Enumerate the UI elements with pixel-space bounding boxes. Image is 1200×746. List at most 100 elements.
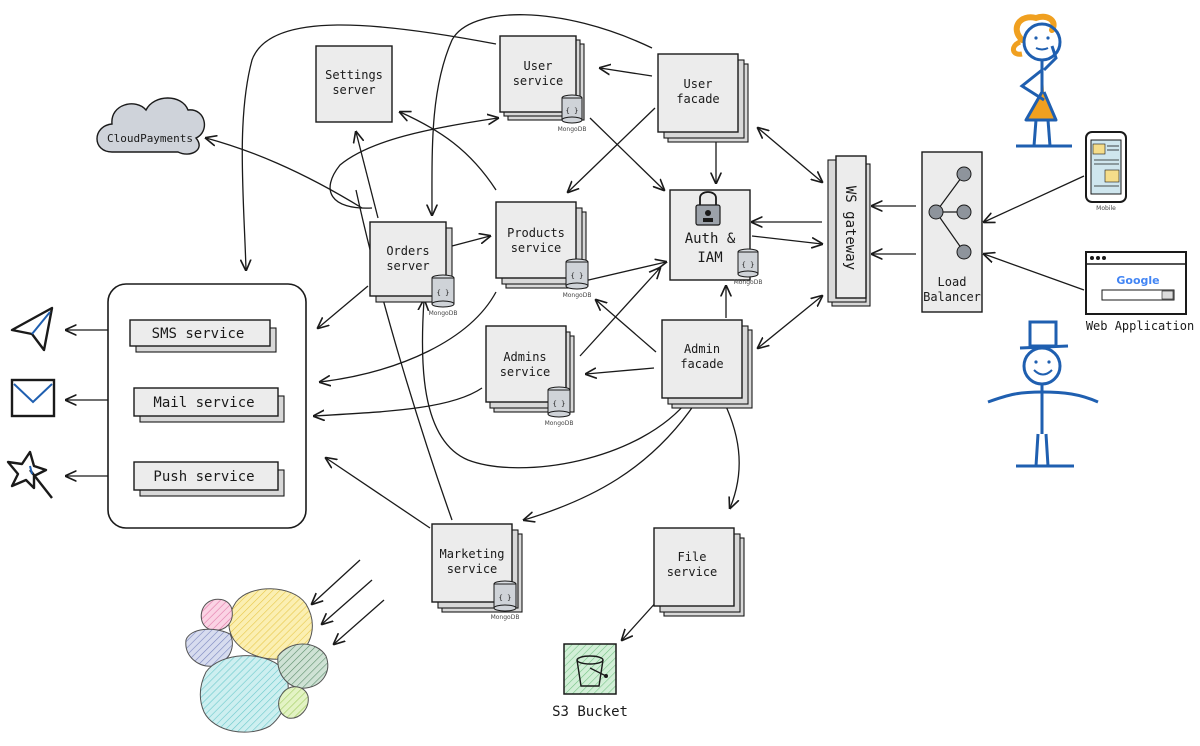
db-icon: { } <box>437 289 450 297</box>
load-balancer-label-1: Load <box>938 275 967 289</box>
magic-wand-icon <box>6 450 53 499</box>
blob-lime <box>278 686 309 719</box>
mobile-label: Mobile <box>1096 205 1116 212</box>
db-label: MongoDB <box>558 126 587 133</box>
db-icon: { } <box>553 400 566 408</box>
edge-mobile-lb <box>984 175 1085 222</box>
edge-adminfacade-admins <box>586 368 655 374</box>
orders-server-label-2: server <box>386 259 429 273</box>
file-service-label-2: service <box>667 565 718 579</box>
web-application-label: Web Application <box>1086 319 1194 333</box>
edge-adminfacade-products <box>596 300 657 353</box>
blob-cyan <box>199 655 289 733</box>
edge-products-auth <box>579 262 666 283</box>
db-icon: { } <box>566 107 579 115</box>
lock-icon <box>695 191 721 226</box>
edge-orders-products <box>451 236 490 247</box>
edge-admins-notify <box>314 387 483 416</box>
edge-file-s3 <box>622 599 659 640</box>
user-facade-label-2: facade <box>676 92 719 106</box>
s3-bucket-label: S3 Bucket <box>552 704 628 720</box>
user-service-label-1: User <box>524 59 553 73</box>
web-application-browser: Google Web Application <box>1085 251 1194 333</box>
auth-iam-label-2: IAM <box>697 250 722 266</box>
file-service-box[interactable]: File service <box>653 527 745 617</box>
edge-userfacade-orders <box>432 14 653 215</box>
db-label: MongoDB <box>734 279 763 286</box>
blob-green <box>277 643 329 689</box>
push-service-box[interactable]: Push service <box>133 461 285 497</box>
products-service-box[interactable]: Products service <box>495 201 587 289</box>
edge-userfacade-userservice <box>600 68 653 77</box>
edge-userfacade-gateway <box>758 128 822 182</box>
edge-adminfacade-marketing <box>524 401 697 520</box>
edge-userservice-notify <box>242 24 497 270</box>
s3-bucket: S3 Bucket <box>552 643 628 720</box>
admins-service-box[interactable]: Admins service <box>485 325 575 413</box>
db-label: MongoDB <box>563 292 592 299</box>
file-service-label-1: File <box>678 550 707 564</box>
admin-facade-label-2: facade <box>680 357 723 371</box>
mail-service-label: Mail service <box>153 395 254 411</box>
settings-server-label-2: server <box>332 83 375 97</box>
sms-service-box[interactable]: SMS service <box>129 319 277 353</box>
mail-service-box[interactable]: Mail service <box>133 387 285 423</box>
settings-server-box[interactable]: Settings server <box>315 45 393 123</box>
db-label: MongoDB <box>545 420 574 427</box>
orders-server-box[interactable]: Orders server <box>369 221 453 303</box>
auth-iam-box[interactable]: Auth & IAM <box>669 189 751 281</box>
google-logo: Google <box>1116 274 1159 287</box>
auth-iam-db: { } MongoDB <box>734 248 763 286</box>
load-balancer-box[interactable]: Load Balancer <box>921 151 983 313</box>
edge-orders-cloud <box>206 138 363 209</box>
db-icon: { } <box>571 272 584 280</box>
edge-marketing-notify <box>326 458 431 529</box>
edge-adminfacade-file <box>723 401 740 508</box>
cloudpayments-label: CloudPayments <box>107 132 193 145</box>
edge-marketing-settings <box>355 189 453 521</box>
sms-service-label: SMS service <box>152 326 245 342</box>
edge-web-lb <box>984 254 1085 291</box>
products-service-db: { } MongoDB <box>563 258 592 299</box>
settings-server-label-1: Settings <box>325 68 383 82</box>
edge-adminfacade-orders <box>422 300 691 469</box>
push-service-label: Push service <box>153 469 254 485</box>
edge-adminfacade-gateway <box>758 296 822 348</box>
blob-blue <box>185 628 233 667</box>
ws-gateway-box[interactable]: WS gateway <box>827 155 871 307</box>
edge-orders-userservice <box>329 118 498 209</box>
user-facade-box[interactable]: User facade <box>657 53 749 143</box>
admins-service-db: { } MongoDB <box>545 386 574 427</box>
bucket-icon <box>576 655 608 687</box>
edge-products-settings <box>400 112 497 191</box>
edge-userfacade-products <box>568 107 656 192</box>
marketing-service-db: { } MongoDB <box>491 580 520 621</box>
admin-facade-box[interactable]: Admin facade <box>661 319 753 409</box>
db-label: MongoDB <box>491 614 520 621</box>
orders-server-db: { } MongoDB <box>429 274 458 317</box>
admins-service-label-1: Admins <box>503 350 546 364</box>
db-label: MongoDB <box>429 310 458 317</box>
products-service-label-2: service <box>511 241 562 255</box>
edge-auth-gateway <box>751 235 822 244</box>
ws-gateway-label: WS gateway <box>842 186 858 270</box>
products-service-label-1: Products <box>507 226 565 240</box>
envelope-icon <box>10 378 56 418</box>
edge-products-notify <box>320 291 497 382</box>
user-service-db: { } MongoDB <box>558 94 587 133</box>
db-icon: { } <box>499 594 512 602</box>
edge-admins-auth <box>579 268 660 357</box>
admin-facade-label-1: Admin <box>684 342 720 356</box>
db-icon: { } <box>742 261 755 269</box>
edge-userservice-auth <box>589 117 664 190</box>
mobile-device: Mobile <box>1085 131 1127 212</box>
admins-service-label-2: service <box>500 365 551 379</box>
paper-plane-icon <box>10 306 54 352</box>
user-person-icon <box>1011 13 1072 148</box>
edge-orders-notify <box>318 285 369 328</box>
edge-marketing-analytics-1 <box>312 559 361 604</box>
user-service-label-2: service <box>513 74 564 88</box>
load-balancer-label-2: Balancer <box>923 290 981 304</box>
edges <box>66 14 1085 644</box>
